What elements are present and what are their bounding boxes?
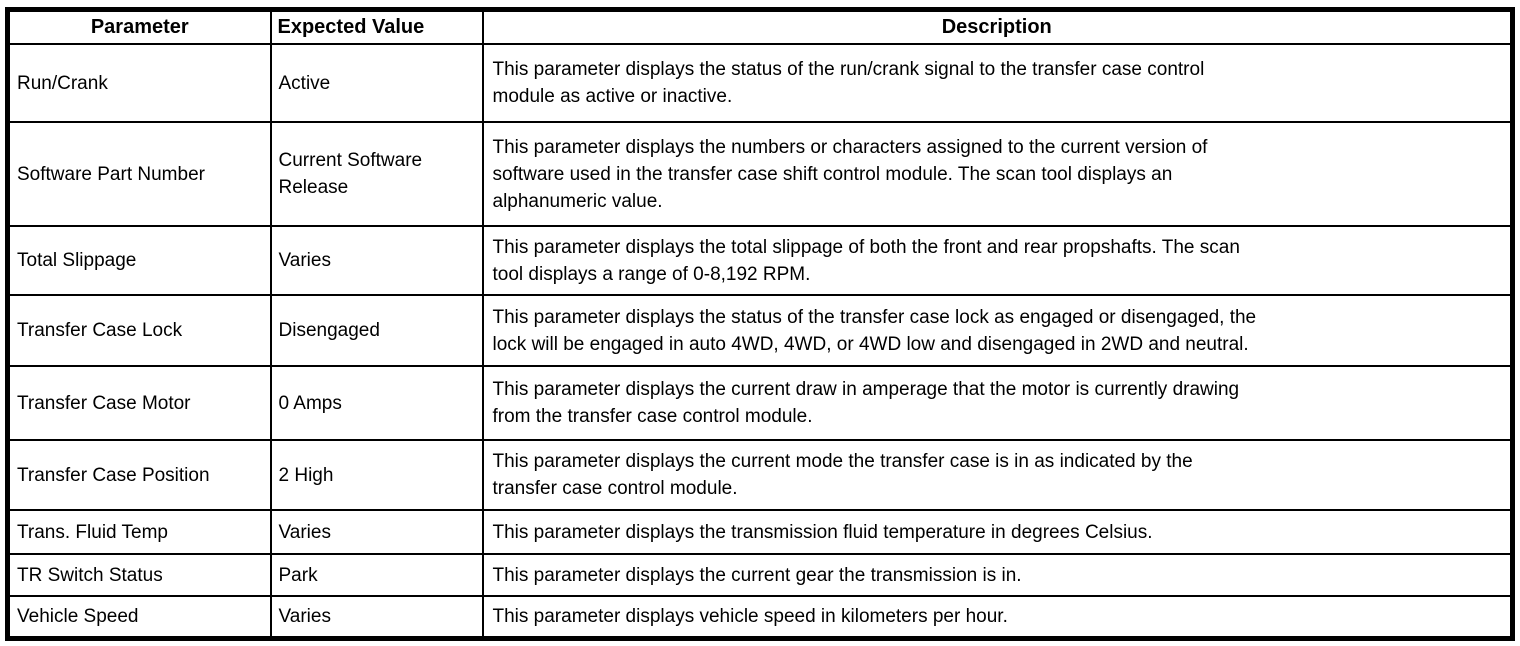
parameter-cell: Vehicle Speed (6, 595, 272, 640)
description-cell: This parameter displays the numbers or c… (481, 121, 1514, 227)
description-cell: This parameter displays the current draw… (481, 365, 1514, 441)
expected-value-cell: Disengaged (269, 294, 484, 367)
description-cell: This parameter displays the total slippa… (481, 225, 1514, 296)
expected-value-cell: Varies (269, 225, 484, 296)
column-header-expected-value: Expected Value (269, 8, 484, 45)
table-row: Transfer Case Motor 0 Amps This paramete… (6, 365, 1514, 441)
parameter-cell: Total Slippage (6, 225, 272, 296)
table-header-row: Parameter Expected Value Description (6, 8, 1514, 45)
table-row: Run/Crank Active This parameter displays… (6, 43, 1514, 123)
table-row: TR Switch Status Park This parameter dis… (6, 553, 1514, 597)
expected-value-cell: Varies (269, 509, 484, 555)
description-cell: This parameter displays the status of th… (481, 294, 1514, 367)
expected-value-cell: Current Software Release (269, 121, 484, 227)
expected-value-cell: 2 High (269, 439, 484, 511)
table-row: Software Part Number Current Software Re… (6, 121, 1514, 227)
expected-value-cell: Varies (269, 595, 484, 640)
description-cell: This parameter displays vehicle speed in… (481, 595, 1514, 640)
description-cell: This parameter displays the current gear… (481, 553, 1514, 597)
column-header-parameter: Parameter (6, 8, 272, 45)
column-header-description: Description (481, 8, 1514, 45)
table-row: Vehicle Speed Varies This parameter disp… (6, 595, 1514, 640)
parameter-cell: Transfer Case Position (6, 439, 272, 511)
scan-tool-parameter-table: Parameter Expected Value Description Run… (5, 7, 1515, 641)
description-cell: This parameter displays the current mode… (481, 439, 1514, 511)
description-cell: This parameter displays the transmission… (481, 509, 1514, 555)
parameter-cell: Software Part Number (6, 121, 272, 227)
table-row: Transfer Case Position 2 High This param… (6, 439, 1514, 511)
expected-value-cell: Park (269, 553, 484, 597)
parameter-cell: Run/Crank (6, 43, 272, 123)
parameter-cell: Transfer Case Lock (6, 294, 272, 367)
expected-value-cell: Active (269, 43, 484, 123)
parameter-cell: Trans. Fluid Temp (6, 509, 272, 555)
table-row: Total Slippage Varies This parameter dis… (6, 225, 1514, 296)
expected-value-cell: 0 Amps (269, 365, 484, 441)
table-row: Transfer Case Lock Disengaged This param… (6, 294, 1514, 367)
table-row: Trans. Fluid Temp Varies This parameter … (6, 509, 1514, 555)
parameter-cell: TR Switch Status (6, 553, 272, 597)
parameter-cell: Transfer Case Motor (6, 365, 272, 441)
description-cell: This parameter displays the status of th… (481, 43, 1514, 123)
